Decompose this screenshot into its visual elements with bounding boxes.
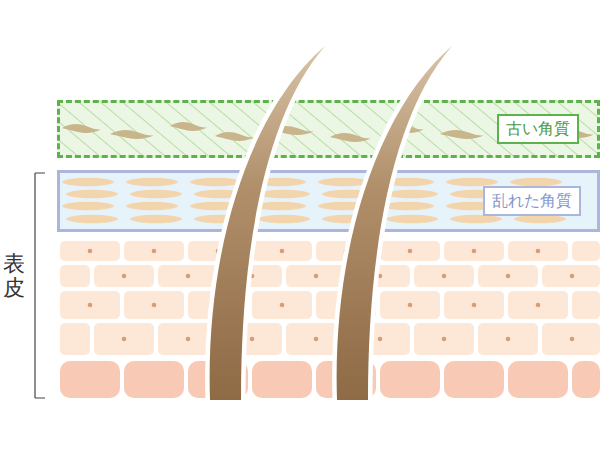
epidermal-cell bbox=[60, 241, 120, 261]
keratin-flake bbox=[110, 130, 155, 139]
cell-nucleus bbox=[570, 274, 575, 279]
cell-nucleus bbox=[280, 249, 285, 254]
keratin-cell bbox=[258, 215, 310, 223]
epidermal-cell bbox=[60, 323, 90, 355]
layer-label: 古い角質 bbox=[497, 114, 579, 143]
epidermal-cell bbox=[572, 361, 600, 398]
keratin-cell bbox=[126, 178, 178, 186]
cell-nucleus bbox=[472, 303, 477, 308]
cell-nucleus bbox=[186, 337, 191, 342]
epidermal-cell bbox=[508, 291, 568, 319]
epidermal-cell bbox=[380, 361, 440, 398]
keratin-cell bbox=[62, 178, 114, 186]
hair-outline bbox=[337, 46, 452, 400]
hair-outline bbox=[210, 46, 325, 400]
epidermal-cell bbox=[478, 265, 538, 287]
epidermal-cell bbox=[380, 291, 440, 319]
epidermal-cell bbox=[444, 241, 504, 261]
keratin-cell bbox=[190, 178, 242, 186]
keratin-flake bbox=[170, 122, 208, 131]
cell-nucleus bbox=[442, 274, 447, 279]
cell-nucleus bbox=[506, 274, 511, 279]
epidermal-cell bbox=[286, 265, 346, 287]
cell-nucleus bbox=[378, 337, 383, 342]
epidermis-label: 表皮 bbox=[3, 252, 25, 300]
cell-nucleus bbox=[152, 303, 157, 308]
epidermal-cell bbox=[94, 265, 154, 287]
epidermal-cell bbox=[60, 361, 120, 398]
disordered-keratin-fill bbox=[57, 170, 600, 232]
epidermal-cell bbox=[252, 291, 312, 319]
keratin-cell bbox=[130, 190, 182, 198]
epidermal-cell bbox=[478, 323, 538, 355]
keratin-cell bbox=[258, 190, 310, 198]
cell-nucleus bbox=[442, 337, 447, 342]
cell-nucleus bbox=[122, 274, 127, 279]
keratin-cell bbox=[126, 202, 178, 210]
epidermal-cell bbox=[124, 241, 184, 261]
epidermal-cell bbox=[444, 361, 504, 398]
cell-nucleus bbox=[536, 249, 541, 254]
keratin-cell bbox=[386, 190, 438, 198]
epidermal-cell bbox=[60, 291, 120, 319]
cell-nucleus bbox=[472, 249, 477, 254]
keratin-layer: 乱れた角質 bbox=[57, 170, 600, 232]
keratin-cell bbox=[510, 178, 562, 186]
keratin-cell bbox=[66, 215, 118, 223]
cell-nucleus bbox=[88, 249, 93, 254]
epidermal-cell bbox=[414, 265, 474, 287]
keratin-flake bbox=[62, 124, 102, 133]
keratin-cell bbox=[62, 202, 114, 210]
hair bbox=[337, 46, 452, 400]
cell-nucleus bbox=[250, 337, 255, 342]
hair bbox=[210, 46, 325, 400]
epidermal-cell bbox=[380, 241, 440, 261]
epidermal-cell bbox=[124, 291, 184, 319]
keratin-flake bbox=[215, 132, 255, 141]
keratin-flake bbox=[440, 130, 485, 139]
epidermal-cell bbox=[252, 241, 312, 261]
keratin-layer: 古い角質 bbox=[57, 100, 600, 158]
bracket bbox=[35, 173, 45, 398]
cell-nucleus bbox=[280, 303, 285, 308]
epidermal-cell bbox=[124, 361, 184, 398]
cell-nucleus bbox=[122, 337, 127, 342]
epidermal-cell bbox=[414, 323, 474, 355]
keratin-cell bbox=[130, 215, 182, 223]
epidermal-cell bbox=[508, 241, 568, 261]
keratin-cell bbox=[386, 215, 438, 223]
cell-nucleus bbox=[408, 303, 413, 308]
cell-nucleus bbox=[408, 249, 413, 254]
cell-nucleus bbox=[506, 337, 511, 342]
epidermal-cell bbox=[542, 323, 600, 355]
keratin-cell bbox=[450, 215, 502, 223]
cell-nucleus bbox=[186, 274, 191, 279]
keratin-cell bbox=[446, 178, 498, 186]
old-keratin-fill bbox=[57, 100, 600, 158]
cell-nucleus bbox=[152, 249, 157, 254]
epidermal-cell bbox=[572, 291, 600, 319]
keratin-flake bbox=[330, 133, 372, 142]
cell-nucleus bbox=[570, 337, 575, 342]
epidermal-cell bbox=[60, 265, 90, 287]
cell-nucleus bbox=[536, 303, 541, 308]
epidermal-cell bbox=[444, 291, 504, 319]
cell-nucleus bbox=[314, 274, 319, 279]
epidermal-cell bbox=[94, 323, 154, 355]
epidermal-cell bbox=[252, 361, 312, 398]
keratin-cell bbox=[66, 190, 118, 198]
layer-label: 乱れた角質 bbox=[483, 186, 581, 215]
epidermal-cell bbox=[158, 265, 218, 287]
epidermal-cell bbox=[508, 361, 568, 398]
cell-nucleus bbox=[88, 303, 93, 308]
epidermal-cell bbox=[572, 241, 600, 261]
cell-nucleus bbox=[314, 337, 319, 342]
epidermal-cell bbox=[542, 265, 600, 287]
keratin-cell bbox=[514, 215, 566, 223]
